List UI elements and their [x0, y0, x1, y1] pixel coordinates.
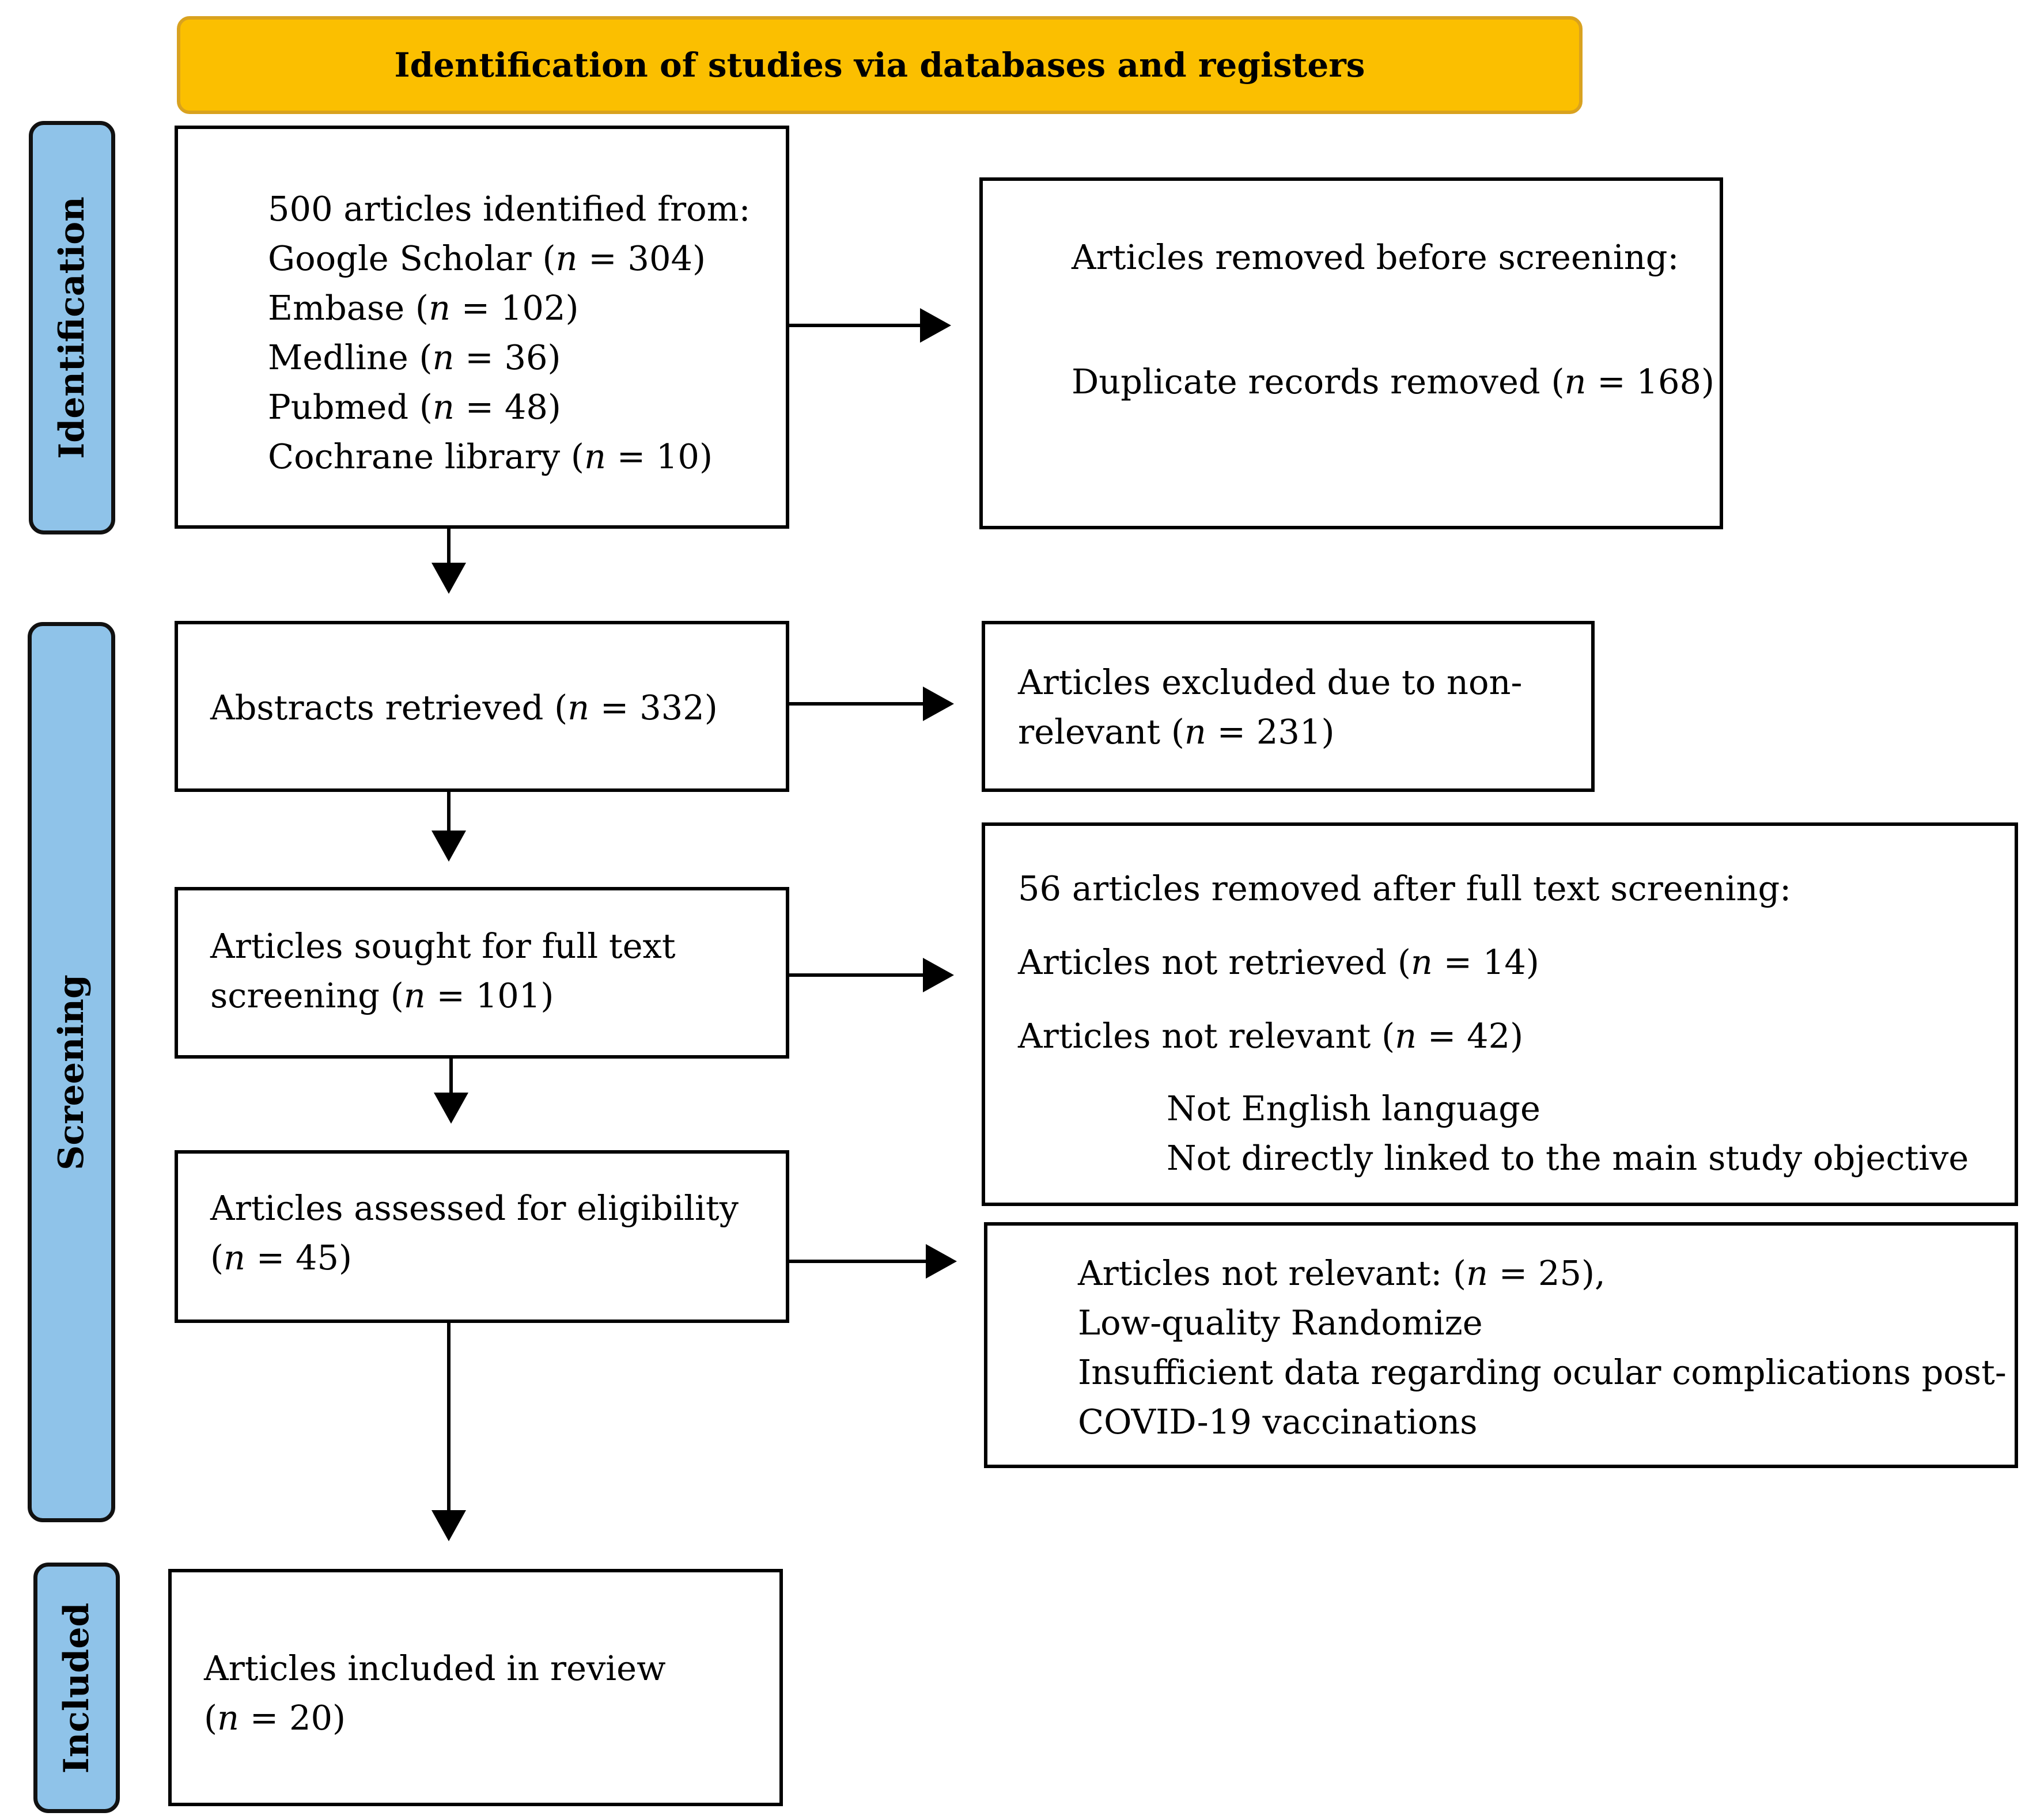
exclusion-reasons: Not English language Not directly linked…	[1167, 1089, 1969, 1178]
eligibility-box: Articles assessed for eligibility (n = 4…	[175, 1150, 789, 1323]
excluded-nonrelevant-box: Articles excluded due to non- relevant (…	[982, 621, 1595, 792]
phase-included: Included	[33, 1563, 120, 1813]
excluded-nonrelevant-text: Articles excluded due to non- relevant (…	[1018, 662, 1523, 752]
not-retrieved: Articles not retrieved (n = 14)	[1018, 942, 1539, 982]
header-banner: Identification of studies via databases …	[177, 16, 1583, 114]
fulltext-box: Articles sought for full text screening …	[175, 887, 789, 1059]
identified-text: 500 articles identified from: Google Sch…	[268, 184, 751, 481]
source-row: Embase (n = 102)	[268, 288, 579, 328]
excluded-eligibility-text: Articles not relevant: (n = 25), Low-qua…	[1078, 1253, 2007, 1442]
included-text: Articles included in review (n = 20)	[204, 1648, 666, 1738]
source-row: Google Scholar (n = 304)	[268, 238, 706, 278]
source-row: Medline (n = 36)	[268, 338, 561, 377]
removed-fulltext-box: 56 articles removed after full text scre…	[982, 822, 2018, 1206]
excluded-eligibility-box: Articles not relevant: (n = 25), Low-qua…	[984, 1222, 2018, 1468]
removed-before-title: Articles removed before screening:	[1072, 237, 1679, 277]
identified-box: 500 articles identified from: Google Sch…	[175, 126, 789, 529]
source-row: Pubmed (n = 48)	[268, 387, 561, 427]
not-relevant: Articles not relevant (n = 42)	[1018, 1016, 1524, 1056]
phase-identification: Identification	[29, 121, 115, 534]
included-box: Articles included in review (n = 20)	[168, 1569, 783, 1806]
fulltext-text: Articles sought for full text screening …	[210, 926, 676, 1015]
eligibility-text: Articles assessed for eligibility (n = 4…	[210, 1188, 739, 1277]
removed-before-box: Articles removed before screening: Dupli…	[979, 177, 1723, 529]
duplicates-removed: Duplicate records removed (n = 168)	[1072, 362, 1715, 401]
phase-screening: Screening	[28, 622, 115, 1522]
header-title: Identification of studies via databases …	[394, 46, 1365, 85]
identified-total: 500 articles identified from:	[268, 189, 751, 229]
removed-fulltext-title: 56 articles removed after full text scre…	[1018, 869, 1792, 908]
source-row: Cochrane library (n = 10)	[268, 437, 713, 476]
abstracts-box: Abstracts retrieved (n = 332)	[175, 621, 789, 792]
abstracts-text: Abstracts retrieved (n = 332)	[210, 688, 718, 727]
